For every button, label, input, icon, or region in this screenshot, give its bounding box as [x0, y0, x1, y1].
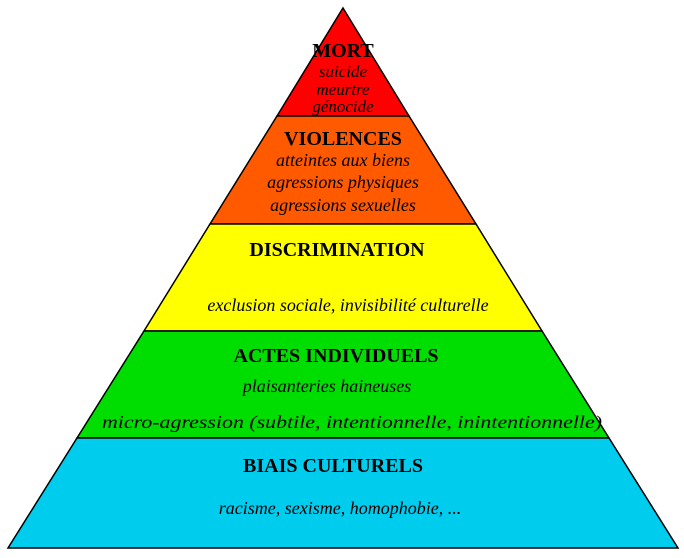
pyramid-level-biais-culturels: BIAIS CULTURELS racisme, sexisme, homoph…: [6, 437, 680, 549]
level-discrimination-item: exclusion sociale, invisibilité culturel…: [207, 295, 488, 315]
level-mort-title: MORT: [312, 40, 374, 62]
pyramid-level-violences: VIOLENCES atteintes aux biens agressions…: [208, 115, 478, 225]
level-violences-item: agressions sexuelles: [270, 195, 416, 215]
level-violences-item: atteintes aux biens: [276, 150, 410, 170]
level-discrimination-title: DISCRIMINATION: [249, 239, 425, 261]
level-violences-title: VIOLENCES: [284, 128, 402, 150]
level-mort-item: suicide: [319, 62, 368, 81]
level-actes-individuels-item: plaisanteries haineuses: [241, 376, 412, 396]
level-biais-culturels-shape: [6, 437, 680, 549]
pyramid-level-mort: MORT suicide meurtre génocide: [275, 6, 411, 117]
level-biais-culturels-item: racisme, sexisme, homophobie, ...: [219, 498, 461, 518]
level-violences-item: agressions physiques: [267, 172, 419, 192]
pyramid-level-actes-individuels: ACTES INDIVIDUELS plaisanteries haineuse…: [75, 330, 611, 439]
level-actes-individuels-item: micro-agression (subtile, intentionnelle…: [102, 412, 602, 433]
level-biais-culturels-title: BIAIS CULTURELS: [243, 455, 423, 477]
pyramid-level-discrimination: DISCRIMINATION exclusion sociale, invisi…: [142, 223, 544, 332]
level-actes-individuels-title: ACTES INDIVIDUELS: [233, 345, 438, 367]
level-mort-item: génocide: [312, 97, 374, 116]
level-mort-item: meurtre: [316, 80, 370, 99]
